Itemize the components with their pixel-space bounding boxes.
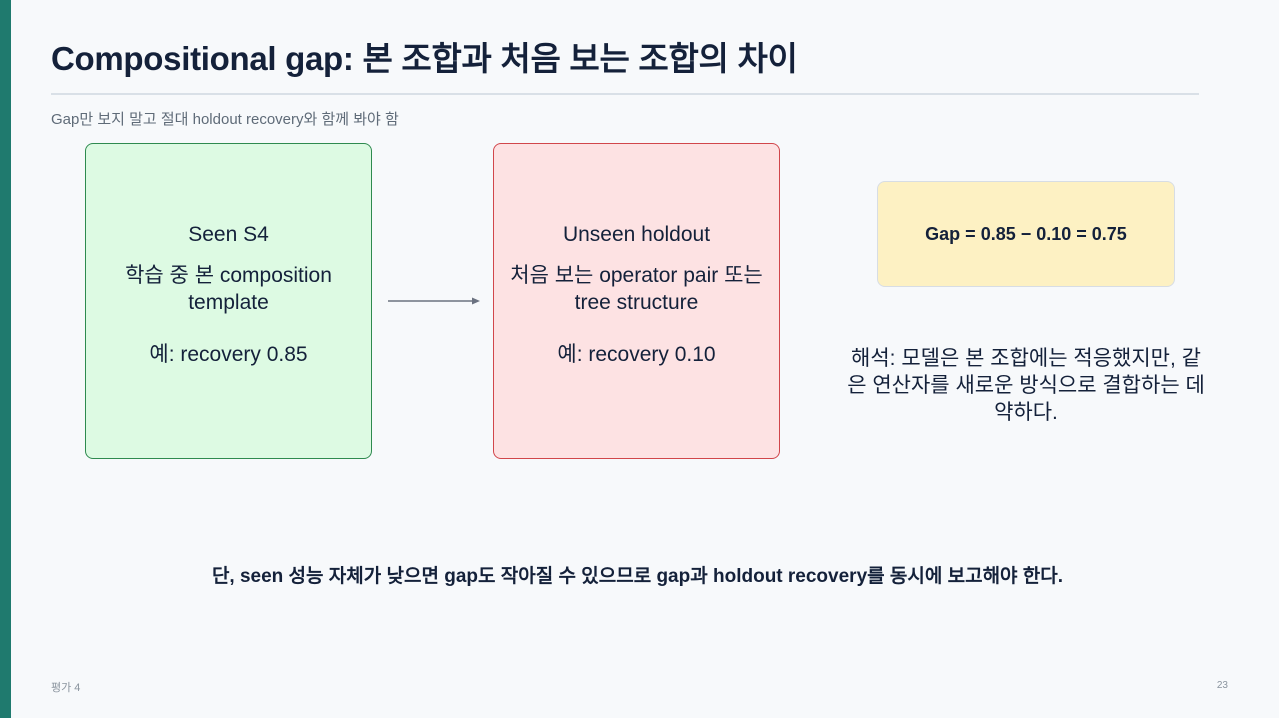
title-divider [51,93,1199,95]
seen-card-example: 예: recovery 0.85 [149,343,308,366]
footnote: 단, seen 성능 자체가 낮으면 gap도 작아질 수 있으므로 gap과 … [211,566,1064,587]
arrow-right-icon [388,297,480,305]
seen-card-title: Seen S4 [188,223,269,246]
page-number: 23 [1216,680,1228,691]
slide-subtitle: Gap만 보지 말고 절대 holdout recovery와 함께 봐야 함 [51,111,399,128]
unseen-card: Unseen holdout 처음 보는 operator pair 또는 tr… [493,143,780,459]
gap-formula: Gap = 0.85 − 0.10 = 0.75 [925,223,1127,244]
unseen-card-description: 처음 보는 operator pair 또는 tree structure [510,264,763,314]
unseen-card-title: Unseen holdout [562,223,711,246]
seen-card-description: 학습 중 본 composition template [125,264,332,314]
seen-card: Seen S4 학습 중 본 composition template 예: r… [85,143,372,459]
interpretation-text: 해석: 모델은 본 조합에는 적응했지만, 같은 연산자를 새로운 방식으로 결… [847,347,1205,424]
unseen-card-example: 예: recovery 0.10 [557,343,716,366]
footer-label: 평가 4 [51,682,81,694]
slide-title: Compositional gap: 본 조합과 처음 보는 조합의 차이 [51,40,798,77]
accent-bar [0,0,11,718]
gap-formula-box: Gap = 0.85 − 0.10 = 0.75 [877,181,1175,287]
